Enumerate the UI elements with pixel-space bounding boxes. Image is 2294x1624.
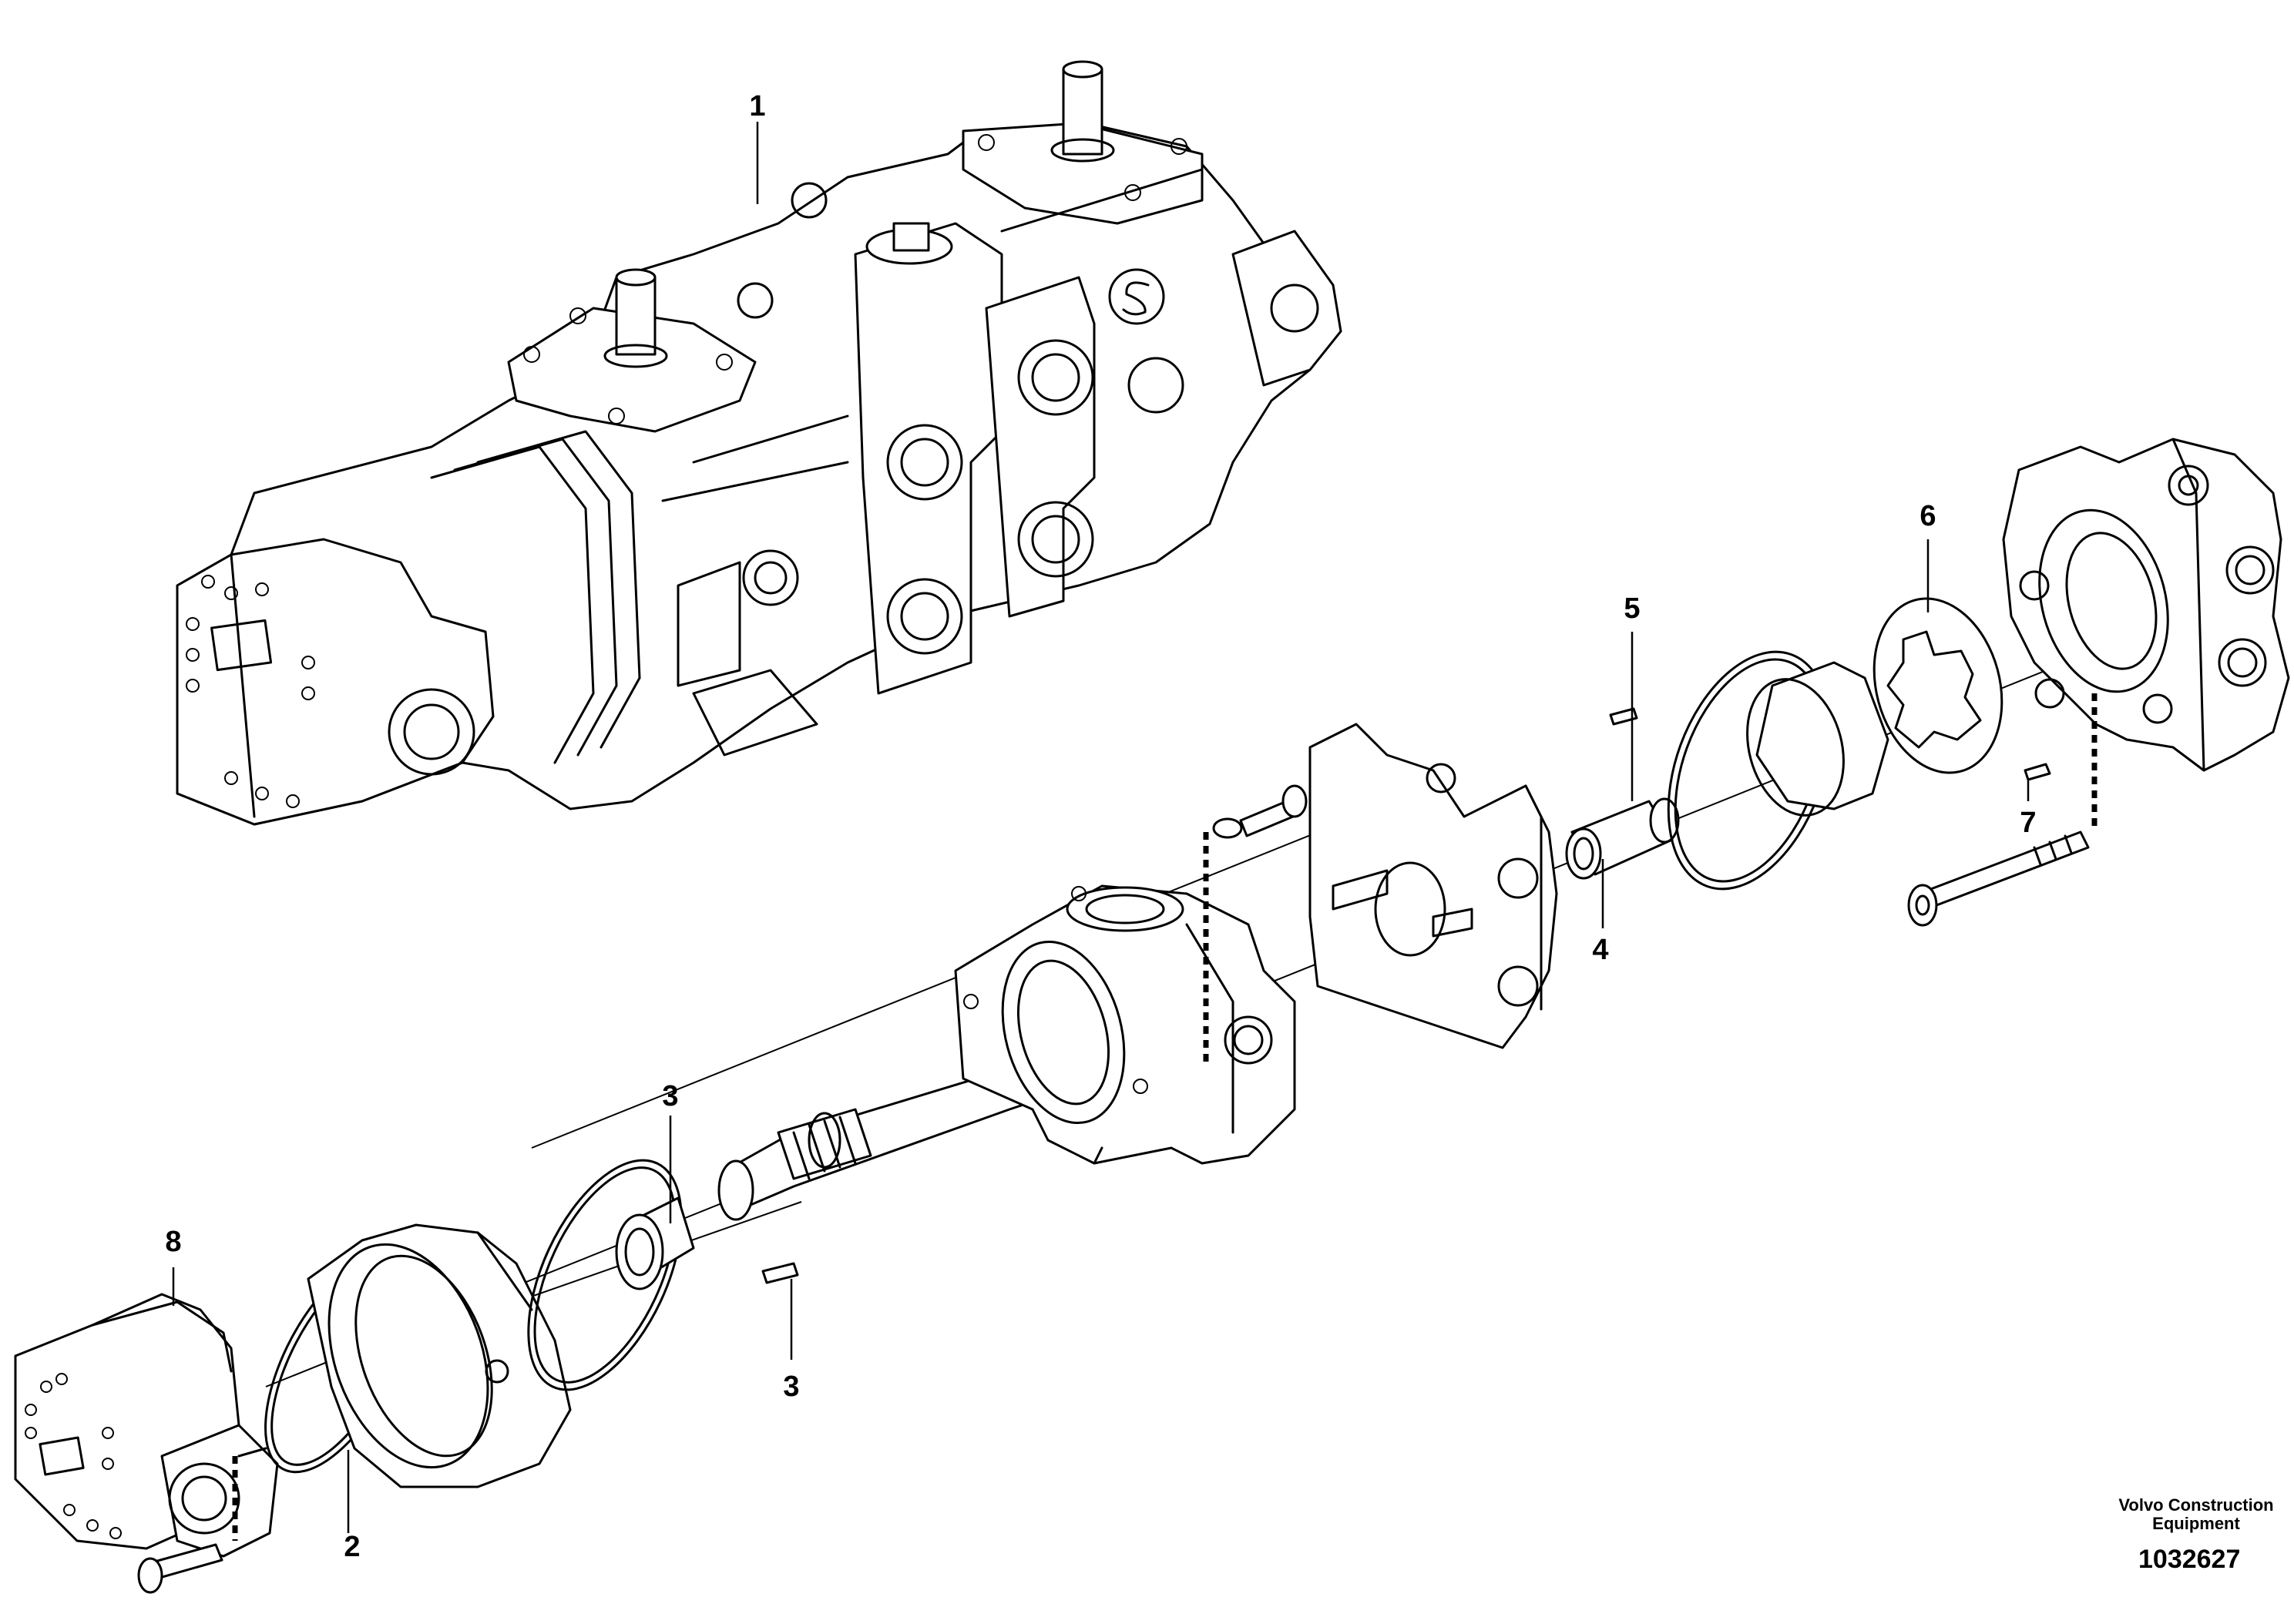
spline-coupling-part [615,1196,695,1290]
callout-7: 7 [2020,807,2037,839]
callout-leaders [172,122,2030,1533]
coupling-ring-part [527,1159,683,1391]
callout-8: 8 [165,1226,182,1258]
gear-ring-part [1746,661,1889,817]
assembled-pump-illustration [176,60,1342,826]
port-plate-part [1308,723,1558,1049]
bolt-part-middle [1212,784,1308,839]
brand-line-1: Volvo Construction [2118,1495,2274,1515]
gerotor-part [1872,597,2003,774]
callout-5: 5 [1624,592,1641,625]
end-cover-part [2002,438,2290,832]
brand-line-2: Equipment [2152,1514,2240,1534]
callout-6: 6 [1920,500,1936,532]
callout-2: 2 [344,1531,361,1563]
rear-cover-part [14,1293,279,1594]
callout-3-upper: 3 [662,1080,679,1112]
long-bolt-part [1907,830,2090,927]
callout-1: 1 [749,90,766,122]
brand-label: Volvo Construction Equipment [2111,1495,2281,1534]
flange-housing-part [307,1223,572,1488]
callout-3-lower: 3 [783,1371,800,1403]
middle-housing-part [954,832,1296,1165]
pin-part-lower [761,1262,799,1284]
spline-sleeve-part [1565,797,1680,880]
document-number: 1032627 [2138,1545,2241,1574]
callout-4: 4 [1592,934,1609,966]
pin-part-right [2024,763,2051,781]
pin-part-upper [1609,707,1638,726]
